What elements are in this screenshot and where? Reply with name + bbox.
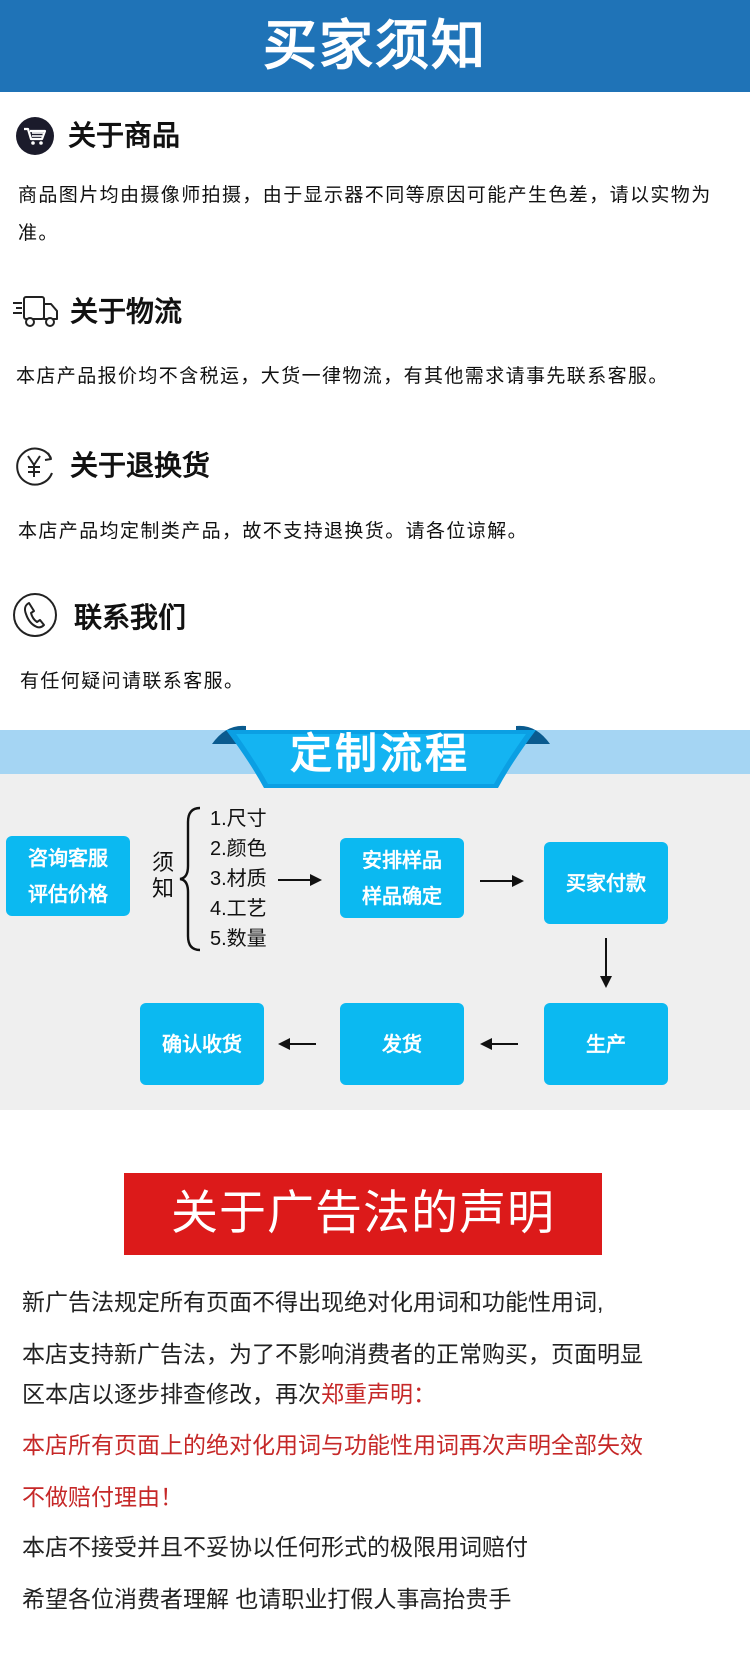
- step-sample-box: 安排样品 样品确定: [340, 838, 464, 918]
- arrow-right-2-head: [512, 875, 524, 887]
- ad-law-line-3-emphasis: 郑重声明：: [321, 1381, 436, 1407]
- arrow-down: [605, 938, 607, 978]
- section-body-returns: 本店产品均定制类产品，故不支持退换货。请各位谅解。: [18, 520, 529, 542]
- requirement-craft: 4.工艺: [210, 898, 267, 920]
- arrow-right-2: [480, 880, 514, 882]
- ad-law-line-4: 本店所有页面上的绝对化用词与功能性用词再次声明全部失效: [22, 1432, 643, 1458]
- page-title: 买家须知: [263, 14, 487, 77]
- section-title-contact: 联系我们: [74, 601, 187, 634]
- step-production-box: 生产: [544, 1003, 668, 1085]
- step-receipt-label: 确认收货: [162, 1032, 242, 1056]
- arrow-left-1-head: [480, 1038, 492, 1050]
- ad-law-line-3: 区本店以逐步排查修改，再次郑重声明：: [22, 1374, 436, 1414]
- section-title-returns: 关于退换货: [70, 449, 211, 482]
- ad-law-line-5: 不做赔付理由！: [22, 1484, 183, 1510]
- step-receipt-box: 确认收货: [140, 1003, 264, 1085]
- arrow-left-1: [490, 1043, 518, 1045]
- ad-law-line-2: 本店支持新广告法，为了不影响消费者的正常购买，页面明显: [22, 1341, 643, 1367]
- step-sample-line2: 样品确定: [362, 884, 442, 908]
- requirement-material: 3.材质: [210, 868, 267, 890]
- ad-law-line-6: 本店不接受并且不妥协以任何形式的极限用词赔付: [22, 1534, 528, 1560]
- step-payment-label: 买家付款: [566, 871, 646, 895]
- section-title-logistics: 关于物流: [70, 295, 183, 328]
- shopping-cart-icon: [16, 117, 54, 155]
- process-title: 定制流程: [289, 729, 470, 778]
- phone-icon: [13, 593, 57, 637]
- step-sample-line1: 安排样品: [362, 848, 442, 872]
- arrow-right-1-head: [310, 874, 322, 886]
- process-title-ribbon: [212, 725, 550, 788]
- step-production-label: 生产: [586, 1032, 626, 1056]
- step-shipping-box: 发货: [340, 1003, 464, 1085]
- requirement-size: 1.尺寸: [210, 808, 267, 830]
- arrow-right-1: [278, 879, 312, 881]
- section-body-logistics: 本店产品报价均不含税运，大货一律物流，有其他需求请事先联系客服。: [16, 365, 669, 387]
- arrow-down-head: [600, 976, 612, 988]
- section-title-product: 关于商品: [68, 119, 181, 152]
- step-consult-box: 咨询客服 评估价格: [6, 836, 130, 916]
- requirements-label: 须知: [152, 851, 175, 902]
- requirement-color: 2.颜色: [210, 838, 267, 860]
- ad-law-line-7: 希望各位消费者理解 也请职业打假人事高抬贵手: [22, 1586, 512, 1612]
- step-shipping-label: 发货: [382, 1032, 422, 1056]
- step-payment-box: 买家付款: [544, 842, 668, 924]
- step-consult-line1: 咨询客服: [28, 846, 108, 870]
- arrow-left-2-head: [278, 1038, 290, 1050]
- ad-law-title: 关于广告法的声明: [171, 1186, 555, 1241]
- requirement-quantity: 5.数量: [210, 928, 267, 950]
- ad-law-line-1: 新广告法规定所有页面不得出现绝对化用词和功能性用词,: [22, 1289, 604, 1315]
- requirements-brace: [179, 806, 201, 952]
- header-bar: [0, 0, 750, 92]
- delivery-truck-icon: [13, 296, 58, 327]
- arrow-left-2: [288, 1043, 316, 1045]
- ad-law-banner: [124, 1173, 602, 1255]
- ad-law-line-3-plain: 区本店以逐步排查修改，再次: [22, 1381, 321, 1407]
- yen-refund-icon: [16, 447, 53, 486]
- section-body-contact: 有任何疑问请联系客服。: [20, 670, 245, 692]
- step-consult-line2: 评估价格: [28, 882, 108, 906]
- section-body-product: 商品图片均由摄像师拍摄，由于显示器不同等原因可能产生色差，请以实物为准。: [18, 184, 712, 244]
